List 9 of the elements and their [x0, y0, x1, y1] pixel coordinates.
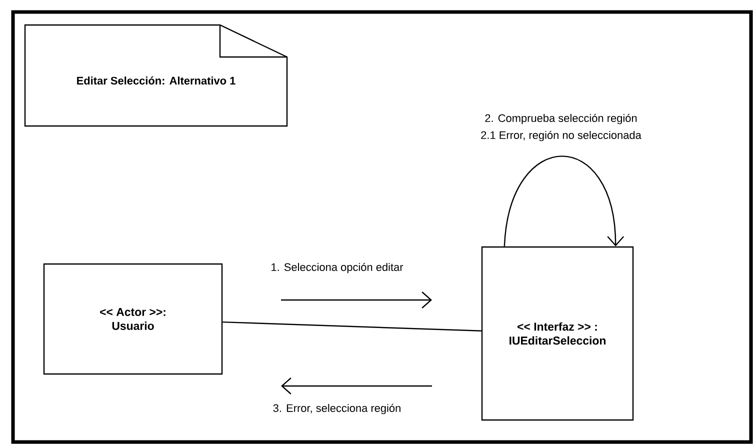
object-box: << Actor >>: Usuario	[43, 263, 223, 375]
object-box: << Interfaz >> : IUEditarSeleccion	[481, 246, 634, 421]
association-line	[222, 321, 482, 332]
message-label: 2.1 Error, región no seleccionada	[481, 130, 642, 142]
note-box: Editar Selección: Alternativo 1	[24, 24, 288, 127]
message-label: 1. Selecciona opción editar	[272, 262, 404, 274]
message-label: 2. Comprueba selección región	[485, 114, 637, 124]
message-label: 3. Error, selecciona región	[273, 404, 400, 414]
self-loop-arrow	[504, 156, 624, 246]
